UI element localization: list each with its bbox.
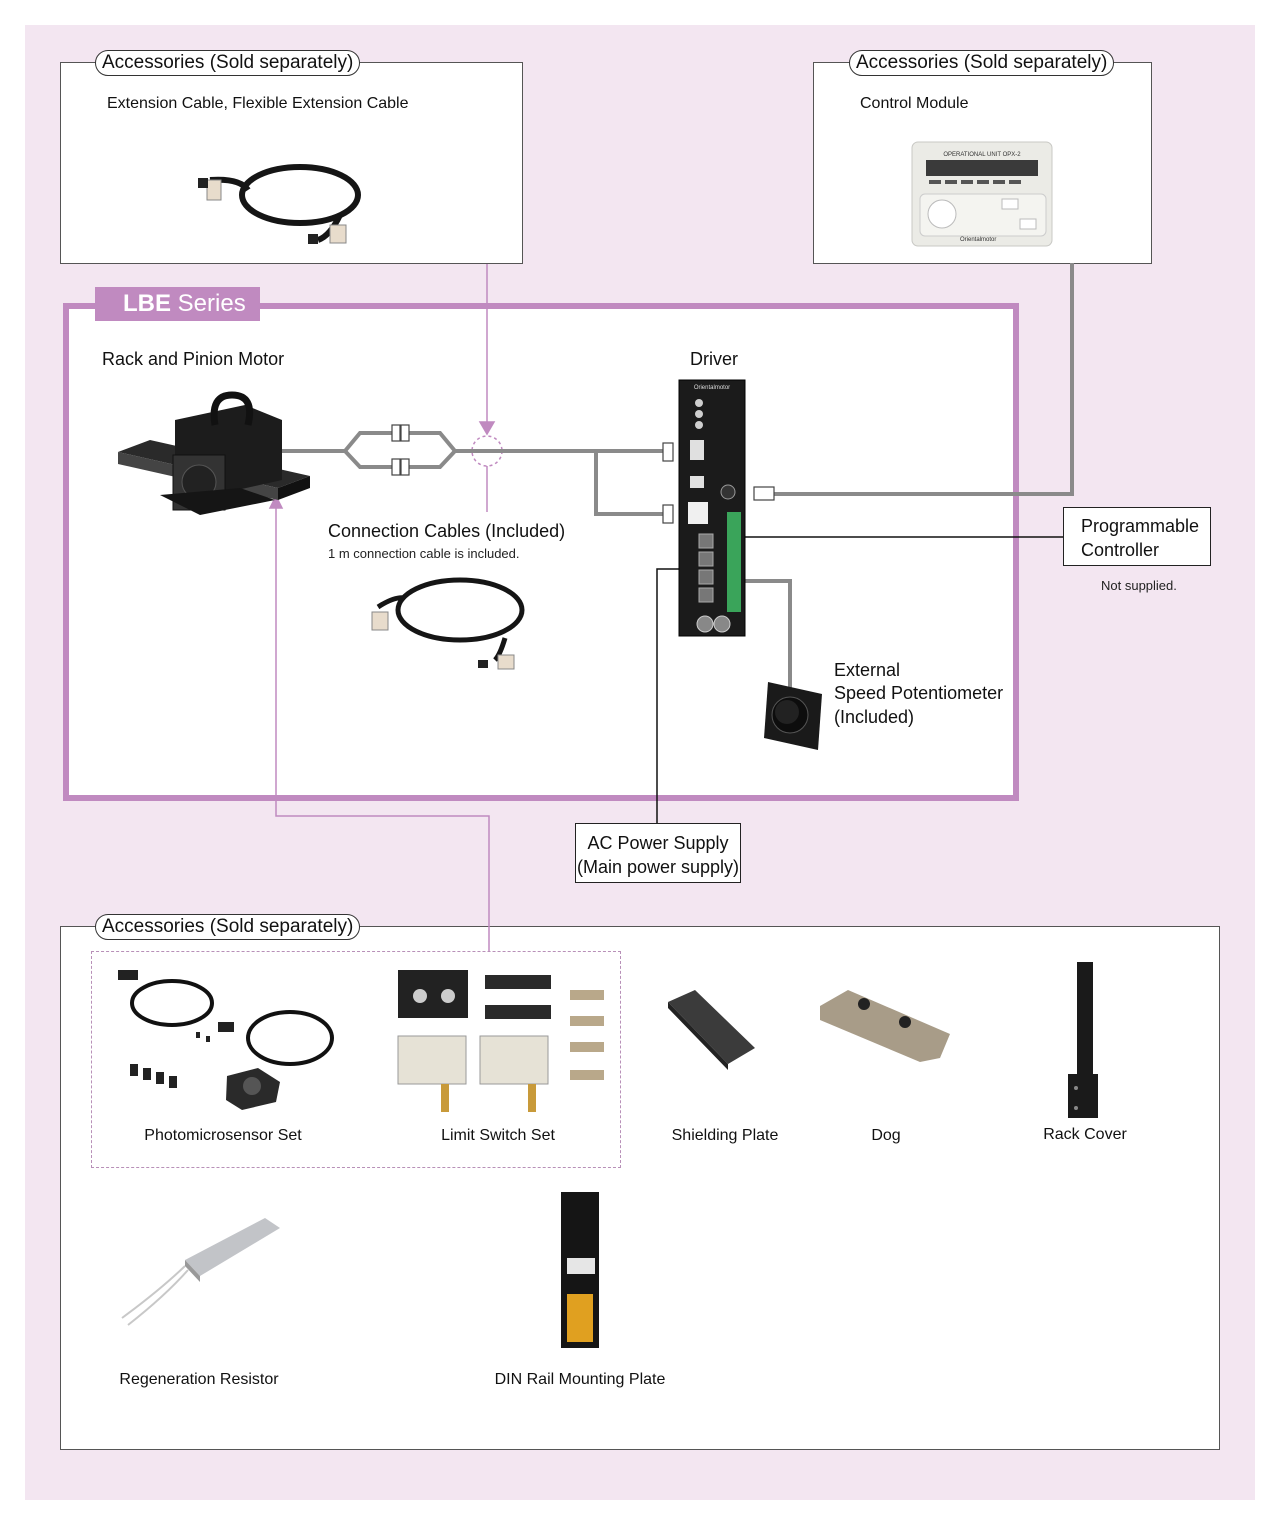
control-module-title: Control Module xyxy=(860,95,969,112)
speed-potentiometer-image xyxy=(764,682,822,750)
plc-box: Programmable Controller xyxy=(1063,507,1211,566)
series-tab: LBE Series xyxy=(95,287,260,321)
plc-note: Not supplied. xyxy=(1101,578,1177,593)
driver-plug-encoder xyxy=(662,504,674,524)
driver-image: Orientalmotor xyxy=(678,379,746,637)
connector-a xyxy=(391,424,401,442)
ac-line1: AC Power Supply xyxy=(587,833,729,853)
rack-cover-image xyxy=(1068,962,1098,1118)
regeneration-resistor-label: Regeneration Resistor xyxy=(119,1371,279,1388)
bottom-accessories-box xyxy=(60,926,1220,1450)
series-name-bold: LBE xyxy=(123,290,171,317)
driver-plug-module xyxy=(753,486,775,501)
lbe-series-frame xyxy=(63,303,1019,801)
cables-label: Connection Cables (Included) xyxy=(328,521,566,541)
potentiometer-line1: External xyxy=(834,660,901,680)
motor-label: Rack and Pinion Motor xyxy=(102,349,285,369)
ac-power-box: AC Power Supply (Main power supply) xyxy=(575,823,741,883)
connector-d xyxy=(400,458,410,476)
control-module-cable xyxy=(773,263,1074,496)
potentiometer-line3: (Included) xyxy=(834,707,915,727)
encoder-cable xyxy=(594,451,665,516)
connector-c xyxy=(391,458,401,476)
photomicrosensor-set-label: Photomicrosensor Set xyxy=(144,1127,302,1144)
shielding-plate-image xyxy=(668,990,755,1070)
accessory-tag-top-left: Accessories (Sold separately) xyxy=(95,50,361,76)
din-rail-plate-label: DIN Rail Mounting Plate xyxy=(494,1371,666,1388)
potentiometer-line2: Speed Potentiometer xyxy=(834,683,1004,703)
ac-line2: (Main power supply) xyxy=(576,857,740,877)
limit-switch-set-label: Limit Switch Set xyxy=(441,1127,555,1144)
control-module-header: OPERATIONAL UNIT OPX-2 xyxy=(943,152,1021,158)
potentiometer-cable xyxy=(745,579,792,690)
din-rail-plate-image xyxy=(561,1192,599,1348)
extension-cable-title: Extension Cable, Flexible Extension Cabl… xyxy=(107,95,409,112)
driver-label: Driver xyxy=(690,349,738,369)
driver-plug-motor xyxy=(662,442,674,462)
plc-line1: Programmable xyxy=(1081,516,1200,536)
driver-brand: Orientalmotor xyxy=(694,385,730,391)
accessory-tag-bottom: Accessories (Sold separately) xyxy=(95,914,361,940)
sensor-group-frame xyxy=(91,951,621,1168)
ext-cable-arrow xyxy=(478,421,496,436)
extension-cable-box xyxy=(60,62,523,264)
series-name-rest: Series xyxy=(171,290,246,317)
control-module-image: OPERATIONAL UNIT OPX-2 Orientalmotor xyxy=(911,141,1053,247)
shielding-plate-label: Shielding Plate xyxy=(671,1127,779,1144)
regeneration-resistor-image xyxy=(121,1218,280,1326)
plc-line2: Controller xyxy=(1081,540,1160,560)
connector-b xyxy=(400,424,410,442)
accessory-arrow xyxy=(268,494,284,509)
connection-cable-image xyxy=(371,577,525,670)
dog-image xyxy=(820,990,950,1062)
accessory-to-motor-link xyxy=(275,500,490,951)
accessory-tag-top-right: Accessories (Sold separately) xyxy=(849,50,1115,76)
rack-pinion-motor-image xyxy=(118,391,310,515)
cables-note: 1 m connection cable is included. xyxy=(328,546,520,561)
limit-switch-set-image xyxy=(397,970,604,1112)
extension-cable-image xyxy=(198,164,361,244)
dog-label: Dog xyxy=(871,1127,901,1144)
control-module-brand: Orientalmotor xyxy=(960,237,996,243)
photomicrosensor-set-image xyxy=(118,970,334,1110)
rack-cover-label: Rack Cover xyxy=(1043,1126,1127,1143)
